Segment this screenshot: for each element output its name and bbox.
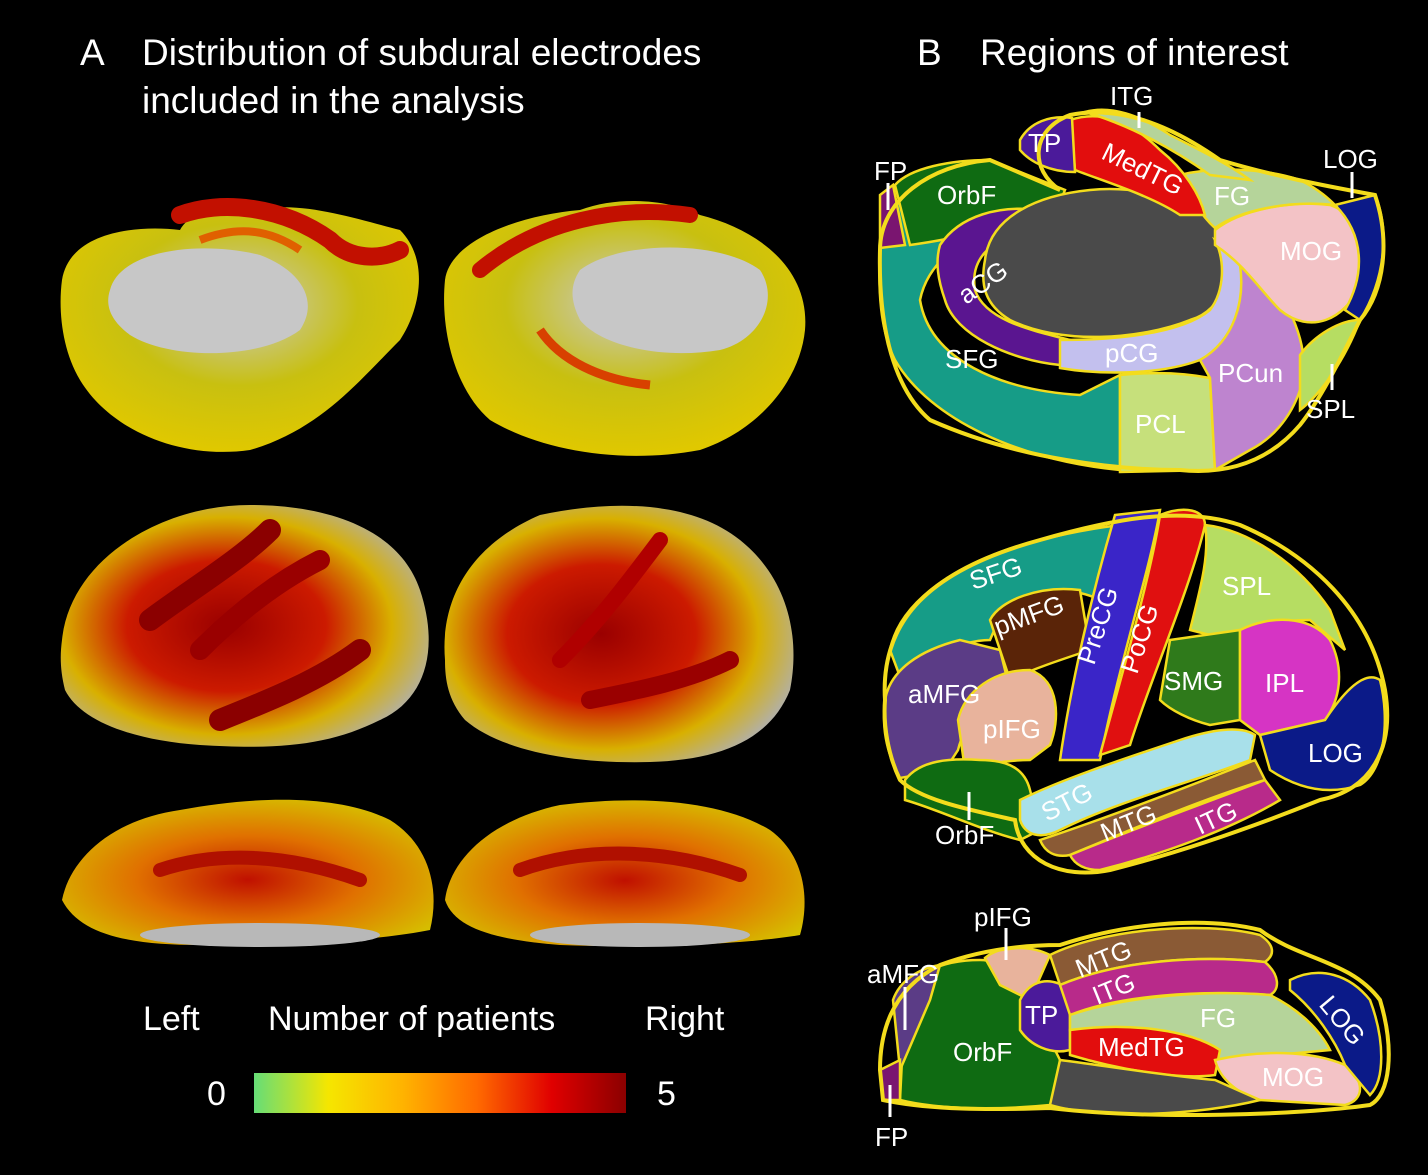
colorbar-right-label: Right (645, 1000, 725, 1038)
region-medial-tp (1018, 116, 1077, 174)
label-medial-orbf: OrbF (937, 180, 996, 210)
label-medial-fg: FG (1214, 181, 1250, 211)
region-lateral-smg (1158, 628, 1242, 727)
label-lateral-pifg: pIFG (983, 714, 1041, 744)
label-medial-pcg: pCG (1105, 338, 1158, 368)
region-lateral-precg (1058, 508, 1162, 762)
label-lateral-log: LOG (1308, 738, 1363, 768)
label-lateral-spl: SPL (1222, 571, 1271, 601)
label-ventral-pifg: pIFG (974, 902, 1032, 932)
region-ventral-medtg (1068, 1025, 1222, 1078)
panel-a-title-line2: included in the analysis (142, 80, 525, 121)
label-medial-tp: TP (1028, 128, 1061, 158)
panel-b-letter: B (917, 32, 942, 73)
region-lateral-stg (1018, 728, 1257, 837)
brain-ventral-right (445, 800, 805, 947)
atlas-medial (877, 108, 1386, 474)
label-ventral-orbf: OrbF (953, 1037, 1012, 1067)
panel-a-letter: A (80, 32, 105, 73)
label-medial-sfg: SFG (945, 344, 998, 374)
region-lateral-mtg (1038, 758, 1267, 857)
label-ventral-fp: FP (875, 1122, 908, 1152)
colorbar (254, 1073, 626, 1113)
label-ventral-medtg: MedTG (1098, 1032, 1185, 1062)
colorbar-title: Number of patients (268, 1000, 556, 1038)
brain-lateral-left (60, 505, 429, 747)
outline-medial (877, 110, 1386, 473)
label-medial-log: LOG (1323, 144, 1378, 174)
labels-ventral: pIFG MTG aMFG ITG TP FG LOG OrbF MedTG M… (867, 902, 1372, 1152)
brain-lateral-right (444, 505, 794, 763)
label-ventral-fg: FG (1200, 1003, 1236, 1033)
label-ventral-amfg: aMFG (867, 959, 939, 989)
brain-medial-right (444, 200, 806, 456)
brain-medial-left (60, 198, 419, 452)
colorbar-min-label: 0 (207, 1075, 226, 1113)
leader-lines (886, 112, 1354, 1117)
atlas-ventral (877, 920, 1391, 1117)
label-ventral-tp: TP (1025, 1000, 1058, 1030)
region-medial-pcun (1198, 262, 1305, 473)
colorbar-max-label: 5 (657, 1075, 676, 1113)
label-medial-pcun: PCun (1218, 358, 1283, 388)
region-lateral-pocg (1098, 508, 1207, 757)
atlas-lateral (882, 508, 1390, 875)
region-lateral-itg (1068, 778, 1282, 872)
label-lateral-smg: SMG (1164, 666, 1223, 696)
colorbar-left-label: Left (143, 1000, 200, 1038)
label-medial-itg: ITG (1110, 81, 1153, 111)
label-medial-fp: FP (874, 156, 907, 186)
label-medial-spl: SPL (1306, 394, 1355, 424)
label-medial-mog: MOG (1280, 236, 1342, 266)
label-ventral-mog: MOG (1262, 1062, 1324, 1092)
panel-b-title: Regions of interest (980, 32, 1289, 73)
label-lateral-ipl: IPL (1265, 668, 1304, 698)
region-ventral-log (1288, 971, 1383, 1097)
panel-a-title-line1: Distribution of subdural electrodes (142, 32, 702, 73)
label-medial-pcl: PCL (1135, 409, 1186, 439)
label-lateral-amfg: aMFG (908, 679, 980, 709)
brain-ventral-left (62, 799, 434, 947)
outline-ventral (877, 920, 1391, 1117)
label-lateral-orbf: OrbF (935, 820, 994, 850)
